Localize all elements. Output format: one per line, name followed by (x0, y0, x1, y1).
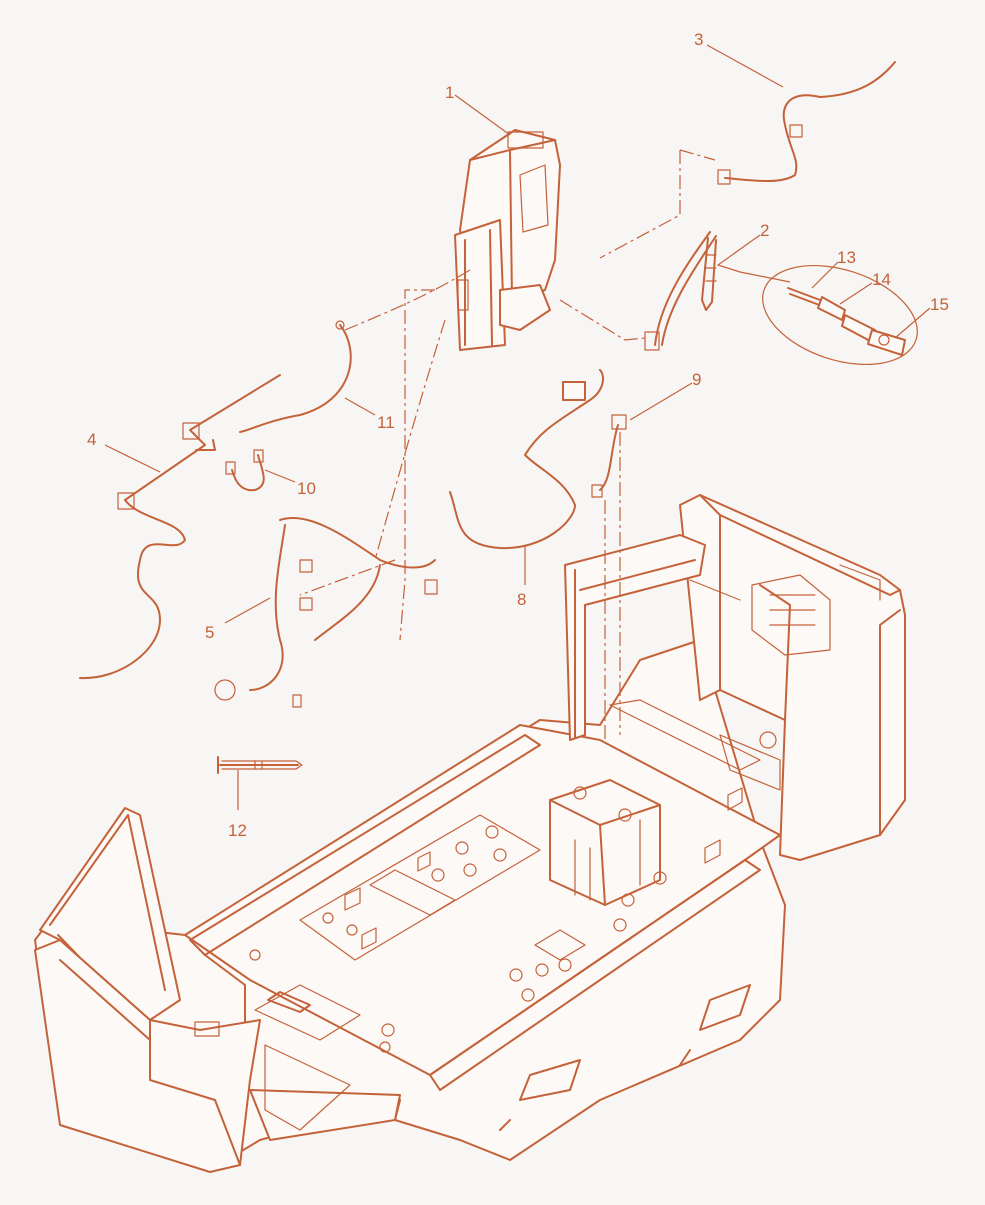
callout-labels: 1 2 3 4 5 8 9 10 11 12 13 14 15 (87, 30, 949, 840)
leader-lines (104, 44, 931, 810)
callout-15: 15 (930, 295, 949, 314)
callout-4: 4 (87, 430, 96, 449)
rear-tower (609, 494, 906, 861)
callout-13: 13 (837, 248, 856, 267)
assembly-lines (299, 149, 716, 740)
right-door-panel (564, 534, 706, 741)
item-9-cable (591, 414, 627, 498)
item-11-cable (239, 320, 352, 433)
callout-8: 8 (517, 590, 526, 609)
item-4-cable (79, 374, 281, 680)
item-3-cable (717, 61, 896, 185)
item-8-cable (449, 369, 604, 550)
item-2-sensor-probe (644, 231, 717, 351)
item-12-pin (217, 756, 303, 774)
callout-3: 3 (694, 30, 703, 49)
item-10-cable (225, 449, 265, 492)
callout-9: 9 (692, 370, 701, 389)
callout-2: 2 (760, 221, 769, 240)
item-13-15-detail (762, 264, 918, 366)
item-1-control-box (454, 129, 561, 351)
callout-11: 11 (377, 413, 395, 432)
callout-10: 10 (297, 479, 316, 498)
callout-1: 1 (445, 83, 454, 102)
left-door-panel (34, 807, 401, 1173)
callout-12: 12 (228, 821, 247, 840)
item-5-harness (214, 517, 438, 708)
callout-14: 14 (872, 270, 891, 289)
callout-5: 5 (205, 623, 214, 642)
